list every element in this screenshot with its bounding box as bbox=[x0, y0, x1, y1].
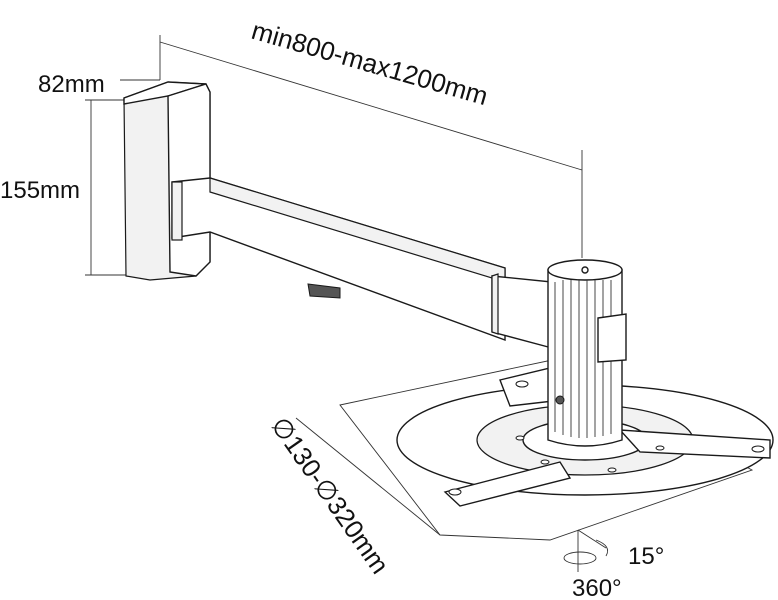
arm-length-label: min800-max1200mm bbox=[248, 15, 491, 111]
plate-height-label: 155mm bbox=[0, 177, 80, 204]
plate-dimensions bbox=[85, 79, 160, 276]
rotation-icon bbox=[563, 529, 609, 572]
arm-length-dimension bbox=[159, 35, 583, 258]
ring-diameter-dimension bbox=[295, 417, 441, 536]
tilt-label: 15° bbox=[628, 543, 664, 570]
plate-width-label: 82mm bbox=[38, 71, 105, 98]
ring-diameter-label: ∅130-∅320mm bbox=[265, 411, 395, 579]
ring-holes bbox=[448, 380, 765, 496]
telescopic-arm bbox=[171, 177, 553, 349]
rotation-label: 360° bbox=[572, 575, 622, 600]
vertical-column bbox=[547, 259, 627, 447]
